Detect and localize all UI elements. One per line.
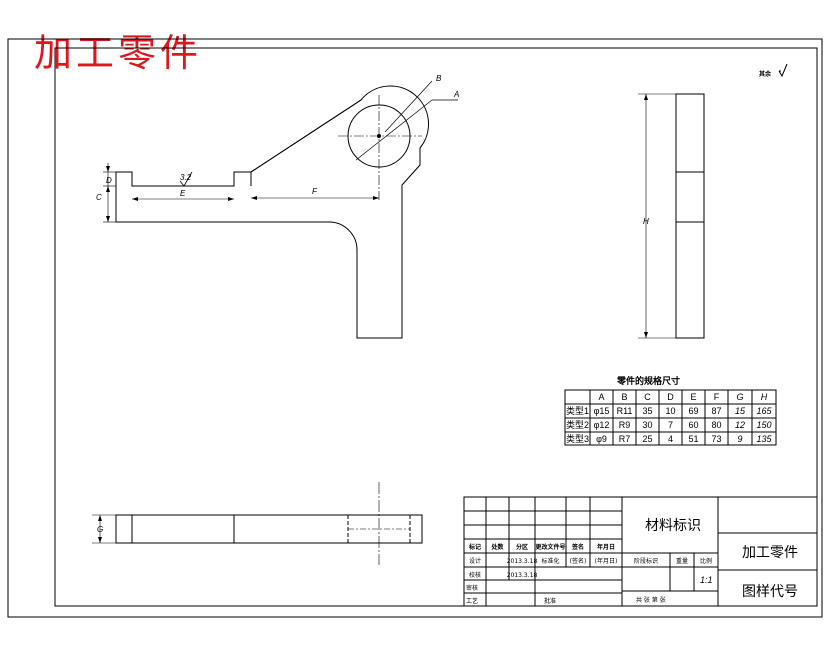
design-row-cell: (年月日) xyxy=(595,557,618,565)
param-cell: 10 xyxy=(665,406,675,416)
roughness-note: 其余 xyxy=(759,70,772,78)
param-cell: 25 xyxy=(642,434,652,444)
label-G: G xyxy=(97,525,103,534)
param-cell: 12 xyxy=(735,420,745,430)
param-cell: φ12 xyxy=(594,420,610,430)
param-cell: R9 xyxy=(619,420,631,430)
param-cell: 30 xyxy=(642,420,652,430)
material-label: 材料标识 xyxy=(645,518,701,534)
param-header-cell: D xyxy=(667,392,674,402)
param-cell: 73 xyxy=(711,434,721,444)
param-header-cell: H xyxy=(761,392,768,402)
drawing-code: 图样代号 xyxy=(742,584,798,600)
check-row-cell: 2013.3.18 xyxy=(507,572,538,579)
roughness-symbol xyxy=(778,63,788,78)
rev-header-cell: 分区 xyxy=(516,543,528,551)
param-header-cell: G xyxy=(736,392,743,402)
top-view: G xyxy=(92,482,423,565)
label-A: A xyxy=(453,90,459,99)
param-cell: φ15 xyxy=(594,406,610,416)
param-header-cell: A xyxy=(598,392,604,402)
rev-header-cell: 年月日 xyxy=(597,543,615,551)
param-table-title: 零件的规格尺寸 xyxy=(616,375,680,386)
outer-frame xyxy=(7,38,823,618)
front-view: A B E F D C 3.2 xyxy=(96,74,459,339)
design-row-cell: 标准化 xyxy=(541,557,559,565)
side-view: H xyxy=(638,93,705,339)
param-cell: 类型1 xyxy=(566,405,589,416)
param-cell: 15 xyxy=(735,406,746,416)
check-row-cell: 校核 xyxy=(469,571,481,579)
param-cell: 165 xyxy=(756,406,772,416)
label-roughness: 3.2 xyxy=(180,173,192,182)
stage-header-cell: 重量 xyxy=(676,557,688,565)
rev-header-cell: 处数 xyxy=(490,543,504,551)
param-cell: φ9 xyxy=(596,434,607,444)
part-name: 加工零件 xyxy=(742,545,798,561)
param-cell: 60 xyxy=(688,420,698,430)
label-E: E xyxy=(180,189,186,198)
param-cell: R7 xyxy=(619,434,631,444)
param-cell: 69 xyxy=(688,406,698,416)
review-label: 审核 xyxy=(466,584,478,592)
param-cell: 35 xyxy=(642,406,652,416)
param-table: 零件的规格尺寸 xyxy=(564,375,777,446)
param-cell: 150 xyxy=(756,420,771,430)
param-cell: 135 xyxy=(756,434,772,444)
design-row-cell: 设计 xyxy=(469,557,481,565)
param-header-cell: B xyxy=(621,392,627,402)
label-H: H xyxy=(643,217,649,226)
stage-header-cell: 比例 xyxy=(700,557,712,565)
param-cell: 类型3 xyxy=(566,433,589,444)
label-B: B xyxy=(436,74,442,83)
stage-header-cell: 阶段标识 xyxy=(634,557,658,565)
inner-frame xyxy=(54,47,818,607)
param-cell: 类型2 xyxy=(566,419,589,430)
param-cell: 80 xyxy=(711,420,721,430)
design-row-cell: (签名) xyxy=(570,557,587,565)
param-cell: 7 xyxy=(668,420,673,430)
sheet-info: 共 张 第 张 xyxy=(636,596,666,604)
label-C: C xyxy=(96,193,102,202)
param-cell: R11 xyxy=(617,406,633,416)
param-header-cell: C xyxy=(644,392,651,402)
param-cell: 9 xyxy=(737,434,742,444)
rev-header-cell: 签名 xyxy=(571,543,584,551)
process-label: 工艺 xyxy=(466,597,478,605)
param-cell: 87 xyxy=(711,406,721,416)
title-block xyxy=(463,496,818,607)
param-cell: 51 xyxy=(688,434,698,444)
design-row-cell: 2013.3.18 xyxy=(507,558,538,565)
rev-header-cell: 标记 xyxy=(468,543,481,551)
watermark-title: 加工零件 xyxy=(34,31,203,75)
approve-label: 批准 xyxy=(544,597,556,605)
param-header-cell: E xyxy=(690,392,696,402)
rev-header-cell: 更改文件号 xyxy=(535,543,565,551)
param-header-cell: F xyxy=(714,392,720,402)
label-D: D xyxy=(106,176,112,185)
scale-value: 1:1 xyxy=(700,575,713,585)
label-F: F xyxy=(312,187,318,196)
param-cell: 4 xyxy=(668,434,673,444)
